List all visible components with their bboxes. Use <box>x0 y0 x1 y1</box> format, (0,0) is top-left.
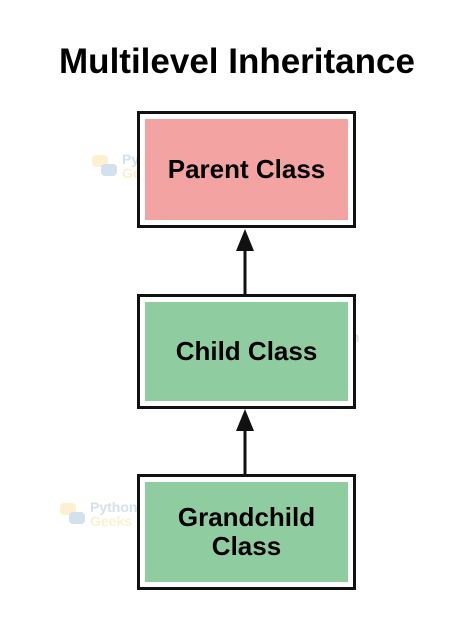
child-class-box: Child Class <box>137 294 356 409</box>
grandchild-class-label: Grandchild Class <box>143 480 350 584</box>
arrow-child-to-parent <box>236 229 254 294</box>
arrow-grandchild-to-child <box>236 409 254 474</box>
grandchild-class-box: Grandchild Class <box>137 474 356 590</box>
child-class-label: Child Class <box>143 300 350 403</box>
parent-class-label: Parent Class <box>143 117 350 222</box>
parent-class-box: Parent Class <box>137 111 356 228</box>
diagram-title: Multilevel Inheritance <box>59 42 415 81</box>
